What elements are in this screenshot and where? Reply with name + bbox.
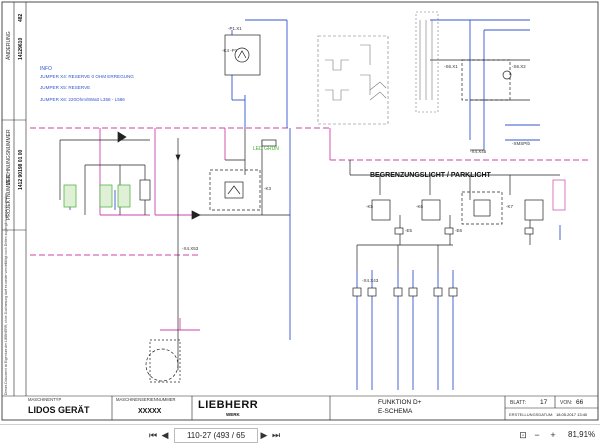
main-wiring [59, 59, 560, 370]
projektnummer-label: PROJEKTNUMMER [6, 174, 12, 220]
funktion-text: FUNKTION D+ [378, 399, 422, 406]
diode-1 [117, 131, 127, 143]
tag-x4x53: -X4.X53 [182, 246, 199, 251]
generator-dplus [145, 348, 179, 382]
aenderung-label: ÄNDERUNG [5, 31, 12, 60]
k4-unit [224, 34, 261, 76]
von-label: VON: [560, 400, 572, 406]
zoom-out-icon[interactable]: − [534, 430, 540, 440]
r-k5 [394, 227, 404, 235]
zoom-level[interactable]: 81,91% [568, 430, 596, 439]
info-title: INFO [40, 66, 52, 72]
info-block: INFO JUMPER X4: RESERVE 0 OHM ERREGUNG J… [40, 66, 134, 102]
grey-sketch [317, 11, 439, 125]
maschinentyp-value: LIDOS GERÄT [28, 405, 90, 415]
relay-s6-frame [461, 59, 511, 101]
conn-5 [433, 287, 443, 297]
blatt-label: BLATT: [510, 400, 526, 406]
k4-lamp-icon [234, 47, 250, 63]
next-page-icon[interactable]: ▶ [260, 430, 268, 440]
tag-s6x1: -S6.X1 [444, 64, 458, 69]
magenta-bus [30, 127, 590, 331]
k6-relay [421, 199, 441, 221]
tag-s6x2: -S6.X2 [512, 64, 526, 69]
tag-k6: -K6 [416, 204, 424, 209]
code1b-value: 482 [18, 13, 24, 22]
conn-4 [408, 287, 418, 297]
k5-relay [371, 199, 391, 221]
seriennummer-label: MASCHINENSERIENNUMMER [116, 397, 176, 402]
tag-x4x45: -X4.X45 [470, 149, 487, 154]
info-line-3: JUMPER X6: 220Ohm/8Watt L358 - L586 [40, 97, 125, 102]
led-resistor [261, 139, 277, 147]
liebherr-logo: LIEBHERR [198, 399, 258, 411]
zoom-fit-icon[interactable]: ⊡ [519, 430, 527, 440]
tag-k5: -K5 [366, 204, 374, 209]
left-info-strip: ÄNDERUNG 14129610 482 ZEICHNUNGSNUMMER 1… [2, 2, 27, 396]
liebherr-werk: WERK [226, 412, 240, 417]
tag-p1x1: -P1.X1 [228, 26, 242, 31]
relay-components [63, 34, 566, 383]
conn-2 [367, 287, 377, 297]
schema-text: E-SCHEMA [378, 408, 413, 415]
blatt-value: 17 [540, 399, 548, 406]
fuse-f2 [99, 184, 113, 208]
tag-k3: -K3 [264, 186, 272, 191]
conn-1 [352, 287, 362, 297]
tag-e5: -E5 [405, 228, 413, 233]
info-line-1: JUMPER X4: RESERVE 0 OHM ERREGUNG [40, 74, 134, 79]
von-value: 66 [576, 399, 584, 406]
first-page-icon[interactable]: ⏮ [148, 430, 158, 440]
maschinentyp-label: MASCHINENTYP [28, 397, 61, 402]
relay-k3-frame [209, 169, 261, 211]
tag-xmspib: -XMSPIb [512, 141, 531, 146]
code1-value: 14129610 [18, 38, 24, 60]
fuse-f1 [63, 184, 77, 208]
zoom-in-icon[interactable]: + [550, 430, 556, 440]
title-block [2, 395, 598, 420]
viewer-toolbar: ⏮ ◀ 110-27 (493 / 65 ▶ ⏭ ⊡ − + 81,91% [0, 424, 600, 445]
erstellung-label: ERSTELLUNGSDATUM: [509, 412, 553, 417]
erstellung-value: 18.05.2017 13:40 [556, 412, 588, 417]
sheet-border [1, 1, 599, 421]
copyright-notice: Dieses Dokument ist Eigentum der LIEBHER… [4, 192, 8, 395]
code2-value: 1412 90198 01 00 [18, 149, 24, 190]
fuse-f3 [117, 184, 131, 208]
diode-2 [175, 154, 181, 161]
last-page-icon[interactable]: ⏭ [271, 430, 281, 440]
s6-lamp-icon [502, 70, 512, 80]
seriennummer-value: XXXXX [138, 408, 162, 415]
magenta-fuse [552, 179, 566, 211]
component-tags: -K4 -P1 -P1.X1 -S6.X1 -S6.X2 -K3 -X4.X53… [182, 26, 531, 283]
tag-e6: -E6 [455, 228, 463, 233]
info-line-2: JUMPER X5: RESERVE [40, 85, 90, 90]
e-relay [524, 199, 544, 221]
page-number-field[interactable]: 110-27 (493 / 65 [174, 428, 258, 443]
tag-x4x43: -X4.X43 [362, 278, 379, 283]
k7-relay-frame [461, 191, 503, 225]
prev-page-icon[interactable]: ◀ [161, 430, 169, 440]
generator-frame [149, 339, 181, 383]
led-label: LED GRÜN [253, 145, 279, 152]
relay-k3-coil [224, 181, 244, 199]
section-heading: BEGRENZUNGSLICHT / PARKLICHT [370, 172, 492, 179]
k7-relay-coil [473, 199, 491, 217]
conn-3 [393, 287, 403, 297]
tag-k4: -K4 -P1 [222, 48, 238, 53]
conn-6 [448, 287, 458, 297]
diode-3 [191, 210, 201, 220]
r-k7 [524, 227, 534, 235]
fuse-f4 [139, 179, 151, 201]
r-k6 [444, 227, 454, 235]
zeichnungsnummer-label: ZEICHNUNGSNUMMER [6, 129, 12, 185]
tag-k7: -K7 [506, 204, 514, 209]
